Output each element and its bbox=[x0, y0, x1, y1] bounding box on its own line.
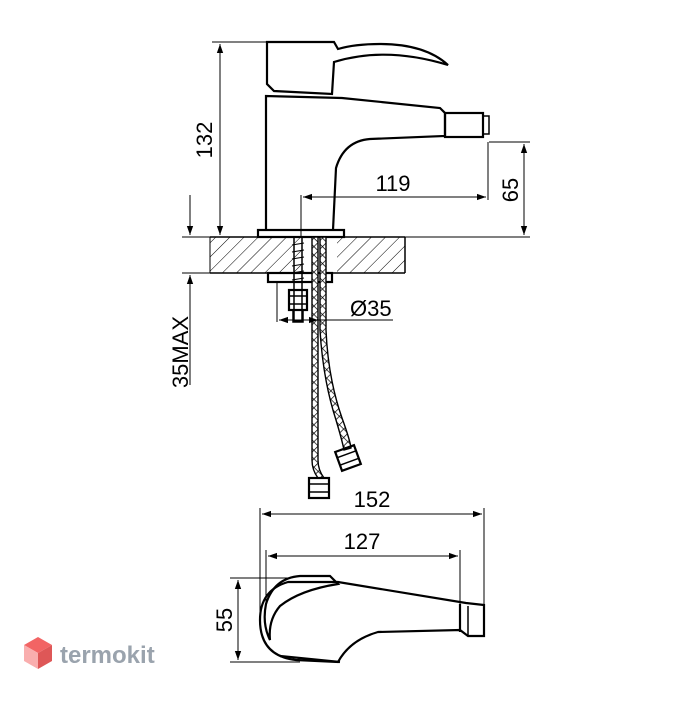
dimension-spout-reach: 119 bbox=[300, 142, 489, 237]
brand-name: termokit bbox=[60, 642, 155, 669]
dimension-label-35max: 35MAX bbox=[168, 316, 193, 388]
top-view: 152 127 55 bbox=[212, 487, 486, 664]
flexible-hoses bbox=[307, 236, 363, 500]
mounting-flange bbox=[266, 271, 334, 284]
dimension-length-body: 127 bbox=[265, 529, 461, 604]
dimension-length-total: 152 bbox=[259, 487, 485, 620]
dimension-label-152: 152 bbox=[354, 487, 391, 512]
dimension-label-55: 55 bbox=[212, 608, 237, 632]
top-view-outline bbox=[258, 574, 486, 664]
dimension-width: 55 bbox=[212, 577, 300, 663]
dimension-height-total: 132 bbox=[192, 41, 266, 238]
dimension-label-119: 119 bbox=[375, 171, 410, 196]
lever-handle bbox=[265, 40, 449, 96]
countertop-section bbox=[209, 236, 406, 274]
threaded-stud bbox=[287, 236, 309, 323]
hexagon-cube-icon bbox=[24, 637, 52, 669]
dimension-label-65: 65 bbox=[498, 178, 523, 202]
dimension-outlet-height: 65 bbox=[405, 141, 530, 238]
faucet-body bbox=[256, 94, 490, 239]
dimension-max-thickness: 35MAX bbox=[168, 195, 210, 388]
side-view: 132 65 119 Ø35 35MAX bbox=[168, 40, 530, 500]
brand-watermark: termokit bbox=[24, 637, 155, 669]
dimension-thread-diameter: Ø35 bbox=[276, 282, 393, 324]
dimension-label-132: 132 bbox=[192, 122, 217, 159]
dimension-label-127: 127 bbox=[344, 529, 381, 554]
dimension-label-diameter-35: Ø35 bbox=[350, 296, 392, 321]
